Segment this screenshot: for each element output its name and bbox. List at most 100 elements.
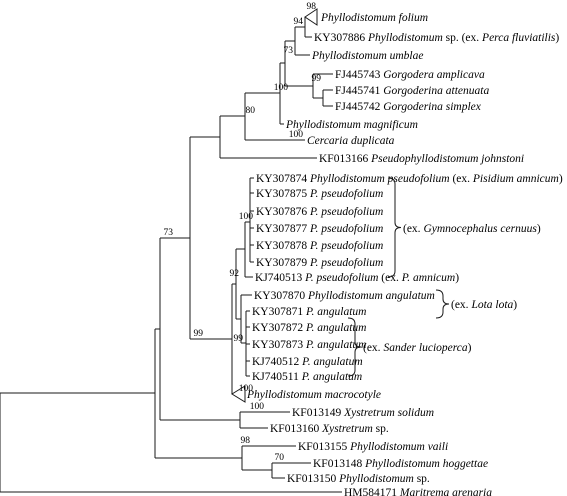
taxon-name-italic: Gorgodera amplicava bbox=[383, 69, 485, 81]
host-group-label: (ex. Lota lota) bbox=[451, 299, 517, 311]
host-group-label: (ex. Gymnocephalus cernuus) bbox=[403, 223, 541, 235]
taxon-name-italic: Phyllodistomum bbox=[367, 32, 443, 44]
taxon-text: FJ445742 bbox=[335, 101, 383, 113]
taxon-label: KY307879 P. pseudofolium bbox=[256, 257, 383, 269]
taxon-text: sp. bbox=[414, 473, 430, 485]
taxon-text: KJ740511 bbox=[252, 371, 302, 383]
taxon-text: KY307874 bbox=[256, 173, 310, 185]
taxon-name-italic: Maritrema arenaria bbox=[399, 487, 492, 496]
taxon-name-italic: Phyllodistomum folium bbox=[320, 12, 428, 24]
taxon-text: HM584171 bbox=[344, 487, 400, 496]
taxon-text: FJ445741 bbox=[335, 85, 383, 97]
taxon-label: Phyllodistomum umblae bbox=[311, 50, 423, 62]
taxon-label: FJ445742 Gorgoderina simplex bbox=[335, 101, 482, 113]
taxon-name-italic: Phyllodistomum bbox=[338, 473, 414, 485]
support-value: 100 bbox=[274, 83, 289, 93]
host-text: (ex. bbox=[403, 223, 423, 235]
taxon-label: KF013148 Phyllodistomum hoggettae bbox=[313, 458, 488, 470]
taxon-text: (ex. bbox=[378, 272, 401, 284]
taxon-name-italic: Gorgoderina attenuata bbox=[383, 85, 489, 97]
host-text: (ex. bbox=[363, 342, 383, 354]
taxon-label: Phyllodistomum macrocotyle bbox=[246, 389, 381, 401]
taxon-text: KY307872 bbox=[252, 322, 306, 334]
taxon-label: Cercaria duplicata bbox=[307, 135, 395, 147]
host-name-italic: Sander lucioperca bbox=[383, 342, 467, 354]
taxon-name-italic: P. angulatum bbox=[301, 371, 363, 383]
support-value: 99 bbox=[194, 329, 204, 339]
taxon-text: KF013150 bbox=[287, 473, 339, 485]
collapsed-clade-triangle bbox=[304, 8, 318, 26]
taxon-name-italic: P. pseudofolium bbox=[304, 272, 378, 284]
taxon-name-italic: Phyllodistomum macrocotyle bbox=[246, 389, 381, 401]
support-value: 99 bbox=[234, 334, 244, 344]
taxon-text: KY307877 bbox=[256, 223, 310, 235]
taxon-text: KF013149 bbox=[292, 407, 344, 419]
taxon-name-italic: Phyllodistomum vaili bbox=[349, 441, 448, 453]
taxon-text: KY307878 bbox=[256, 240, 310, 252]
curly-brace bbox=[435, 289, 450, 319]
taxon-name-italic: Perca fluviatilis bbox=[481, 32, 556, 44]
host-text: ) bbox=[468, 342, 472, 354]
taxon-text: KJ740512 bbox=[252, 356, 302, 368]
support-value: 73 bbox=[164, 228, 174, 238]
taxon-text: KF013148 bbox=[313, 458, 365, 470]
taxon-text: KF013166 bbox=[319, 153, 371, 165]
taxon-name-italic: P. angulatum bbox=[305, 322, 367, 334]
taxon-label: KJ740512 P. angulatum bbox=[252, 356, 363, 368]
taxon-label: KF013166 Pseudophyllodistomum johnstoni bbox=[319, 153, 524, 165]
taxon-name-italic: P. angulatum bbox=[305, 339, 367, 351]
support-value: 80 bbox=[246, 106, 256, 116]
taxon-text: ) bbox=[559, 173, 563, 185]
taxon-label: KY307877 P. pseudofolium bbox=[256, 223, 383, 235]
support-value: 100 bbox=[239, 212, 254, 222]
taxon-label: Phyllodistomum folium bbox=[320, 12, 428, 24]
taxon-label: KJ740513 P. pseudofolium (ex. P. amnicum… bbox=[255, 272, 459, 284]
taxon-name-italic: Xystretrum solidum bbox=[343, 407, 434, 419]
taxon-label: KF013150 Phyllodistomum sp. bbox=[287, 473, 430, 485]
host-name-italic: Lota lota bbox=[470, 299, 513, 311]
support-value: 92 bbox=[230, 269, 240, 279]
taxon-name-italic: Phyllodistomum angulatum bbox=[307, 290, 435, 302]
taxon-label: KY307874 Phyllodistomum pseudofolium (ex… bbox=[256, 173, 563, 185]
support-value: 99 bbox=[312, 74, 322, 84]
collapsed-clade-triangle bbox=[231, 385, 246, 403]
taxon-label: Phyllodistomum magnificum bbox=[285, 119, 418, 131]
support-value: 100 bbox=[239, 384, 254, 394]
support-value: 100 bbox=[250, 402, 265, 412]
taxon-name-italic: P. pseudofolium bbox=[309, 240, 383, 252]
host-text: (ex. bbox=[451, 299, 471, 311]
taxon-text: KF013155 bbox=[298, 441, 350, 453]
taxon-name-italic: Phyllodistomum pseudofolium bbox=[309, 173, 450, 185]
taxon-name-italic: Xystretrum bbox=[321, 423, 373, 435]
taxon-label: FJ445741 Gorgoderina attenuata bbox=[335, 85, 489, 97]
taxon-text: sp. bbox=[373, 423, 389, 435]
taxon-name-italic: P. pseudofolium bbox=[309, 257, 383, 269]
taxon-name-italic: P. amnicum bbox=[401, 272, 455, 284]
taxon-text: KY307873 bbox=[252, 339, 306, 351]
taxon-label: KY307875 P. pseudofolium bbox=[256, 188, 383, 200]
taxon-text: KY307875 bbox=[256, 188, 310, 200]
taxon-text: KF013160 bbox=[270, 423, 322, 435]
taxon-name-italic: Gorgoderina simplex bbox=[383, 101, 482, 113]
taxon-label: KJ740511 P. angulatum bbox=[252, 371, 362, 383]
taxon-label: KY307876 P. pseudofolium bbox=[256, 206, 383, 218]
host-text: ) bbox=[513, 299, 517, 311]
taxon-label: KY307886 Phyllodistomum sp. (ex. Perca f… bbox=[314, 32, 559, 44]
taxon-text: KY307871 bbox=[252, 306, 306, 318]
taxon-label: KY307878 P. pseudofolium bbox=[256, 240, 383, 252]
taxon-text: ) bbox=[555, 32, 559, 44]
taxon-name-italic: P. angulatum bbox=[301, 356, 363, 368]
taxon-text: FJ445743 bbox=[335, 69, 383, 81]
taxon-name-italic: Phyllodistomum hoggettae bbox=[364, 458, 488, 470]
support-value: 73 bbox=[284, 46, 294, 56]
support-value: 94 bbox=[294, 17, 304, 27]
host-group-label: (ex. Sander lucioperca) bbox=[363, 342, 472, 354]
support-value: 98 bbox=[241, 436, 251, 446]
taxon-label: KY307871 P. angulatum bbox=[252, 306, 367, 318]
taxon-label: KF013149 Xystretrum solidum bbox=[292, 407, 434, 419]
host-name-italic: Gymnocephalus cernuus bbox=[423, 223, 537, 235]
curly-brace bbox=[347, 317, 362, 377]
taxon-text: KY307886 bbox=[314, 32, 368, 44]
taxon-name-italic: P. pseudofolium bbox=[309, 206, 383, 218]
